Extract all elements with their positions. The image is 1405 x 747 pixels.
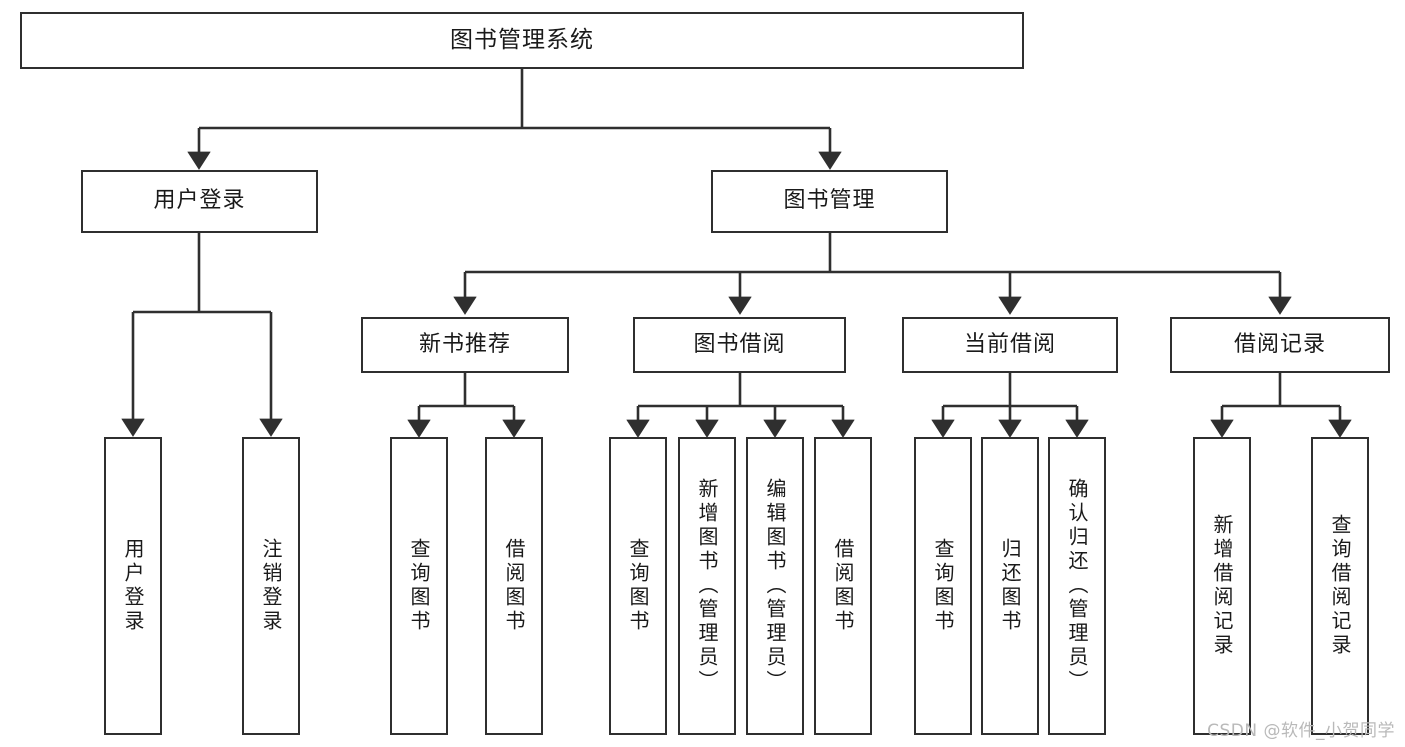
leaf-add-borrow-record[interactable]: 新增借阅记录 — [1193, 437, 1251, 735]
node-label: 用户登录 — [153, 188, 246, 214]
node-label: 查询图书 — [407, 538, 431, 634]
node-label: 借阅记录 — [1233, 331, 1326, 357]
node-label: 归还图书 — [998, 538, 1022, 634]
leaf-borrow-book-recommend[interactable]: 借阅图书 — [485, 437, 543, 735]
node-label: 用户登录 — [121, 538, 145, 634]
leaf-confirm-return[interactable]: 确认归还（管理员） — [1048, 437, 1106, 735]
node-label: 借阅图书 — [502, 538, 526, 634]
node-book-borrow[interactable]: 图书借阅 — [633, 317, 846, 373]
node-label: 新书推荐 — [418, 331, 511, 357]
node-label: 查询图书 — [931, 538, 955, 634]
node-book-management[interactable]: 图书管理 — [711, 170, 948, 233]
node-label: 查询图书 — [626, 538, 650, 634]
leaf-borrow-book[interactable]: 借阅图书 — [814, 437, 872, 735]
leaf-query-book-current[interactable]: 查询图书 — [914, 437, 972, 735]
node-new-book-recommend[interactable]: 新书推荐 — [361, 317, 569, 373]
node-label: 新增图书（管理员） — [695, 478, 719, 694]
node-root-system[interactable]: 图书管理系统 — [20, 12, 1024, 69]
leaf-user-login[interactable]: 用户登录 — [104, 437, 162, 735]
node-label: 确认归还（管理员） — [1065, 478, 1089, 694]
leaf-edit-book[interactable]: 编辑图书（管理员） — [746, 437, 804, 735]
leaf-logout-login[interactable]: 注销登录 — [242, 437, 300, 735]
node-label: 图书借阅 — [693, 331, 786, 357]
node-label: 查询借阅记录 — [1328, 514, 1352, 658]
node-current-borrow[interactable]: 当前借阅 — [902, 317, 1118, 373]
leaf-add-book[interactable]: 新增图书（管理员） — [678, 437, 736, 735]
leaf-query-book-borrow[interactable]: 查询图书 — [609, 437, 667, 735]
node-label: 当前借阅 — [963, 331, 1056, 357]
node-user-login[interactable]: 用户登录 — [81, 170, 318, 233]
leaf-return-book[interactable]: 归还图书 — [981, 437, 1039, 735]
node-label: 图书管理系统 — [450, 26, 594, 53]
leaf-query-book-recommend[interactable]: 查询图书 — [390, 437, 448, 735]
node-label: 编辑图书（管理员） — [763, 478, 787, 694]
node-label: 注销登录 — [259, 538, 283, 634]
node-label: 图书管理 — [783, 188, 876, 214]
csdn-watermark: CSDN @软件_小贺同学 — [1207, 721, 1395, 741]
node-borrow-record[interactable]: 借阅记录 — [1170, 317, 1390, 373]
node-label: 借阅图书 — [831, 538, 855, 634]
node-label: 新增借阅记录 — [1210, 514, 1234, 658]
leaf-query-borrow-record[interactable]: 查询借阅记录 — [1311, 437, 1369, 735]
